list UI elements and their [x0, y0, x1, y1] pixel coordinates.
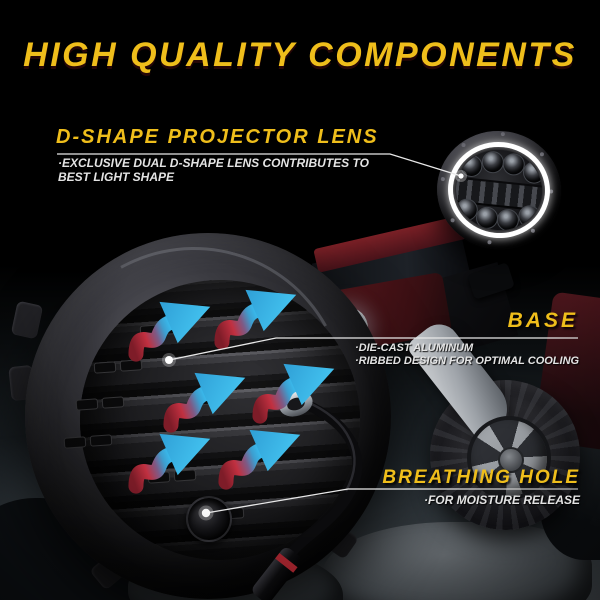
headlight-front-view	[431, 124, 567, 256]
callout-breathing-label: BREATHING HOLE	[382, 467, 580, 488]
breathing-hole	[186, 496, 232, 542]
callout-base-desc-line1: ·DIE-CAST ALUMINUM	[355, 342, 474, 354]
callout-base-desc: ·DIE-CAST ALUMINUM ·RIBBED DESIGN FOR OP…	[355, 342, 579, 367]
headlight-shading	[25, 233, 391, 599]
callout-lens-desc-line2: BEST LIGHT SHAPE	[58, 169, 175, 184]
led-lens	[459, 153, 484, 179]
callout-lens-desc-line1: ·EXCLUSIVE DUAL D-SHAPE LENS CONTRIBUTES…	[58, 156, 369, 170]
led-lens	[480, 150, 505, 175]
page-title: HIGH QUALITY COMPONENTS	[23, 36, 577, 74]
wheel-hub	[498, 447, 524, 473]
jeep-alloy-wheel	[467, 416, 551, 500]
callout-base-label: BASE	[507, 309, 578, 332]
callout-lens-label: D-SHAPE PROJECTOR LENS	[56, 126, 379, 148]
callout-lens-desc: ·EXCLUSIVE DUAL D-SHAPE LENS CONTRIBUTES…	[58, 156, 369, 184]
callout-breathing-desc: ·FOR MOISTURE RELEASE	[423, 493, 580, 507]
callout-base-desc-line2: ·RIBBED DESIGN FOR OPTIMAL COOLING	[355, 354, 580, 367]
